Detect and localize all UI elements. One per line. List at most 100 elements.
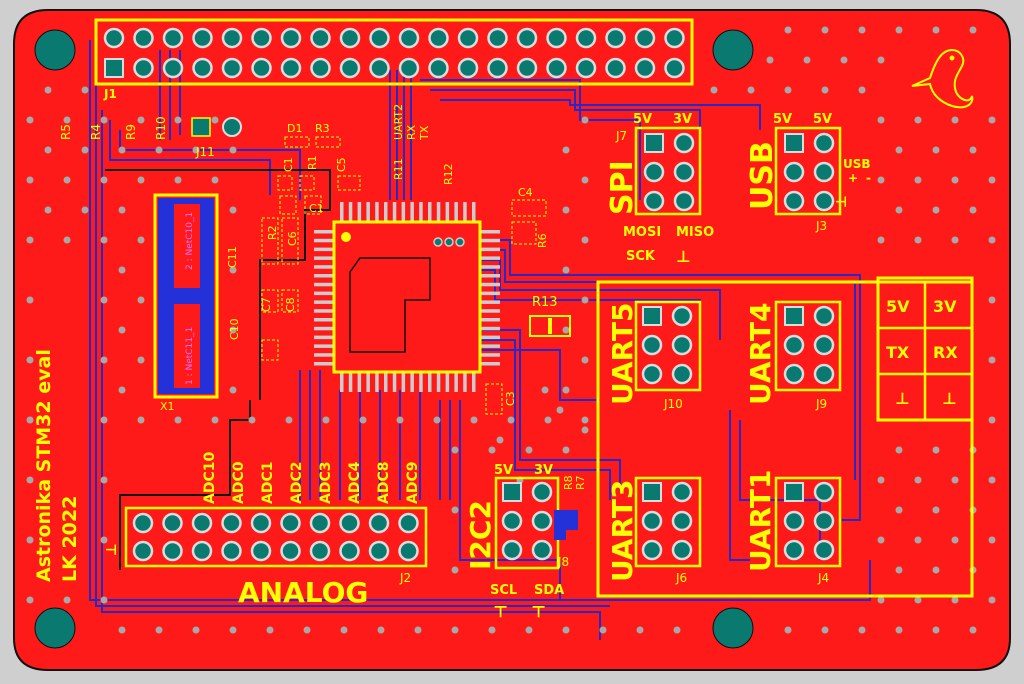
debug-pads [433, 237, 465, 247]
mcu-pin [314, 265, 334, 269]
via [895, 566, 903, 574]
via [26, 476, 34, 484]
j1-pin [310, 57, 331, 79]
via [581, 426, 589, 434]
c1-label: C1 [282, 157, 295, 172]
j11-pad-2 [222, 117, 242, 137]
j1-pin [605, 57, 626, 79]
j1-pin [428, 57, 449, 79]
via [858, 86, 866, 94]
uart4-pin [783, 334, 805, 356]
r12-label: R12 [442, 163, 455, 185]
via [211, 116, 219, 124]
mcu-pin [384, 202, 388, 222]
uart1-title: UART1 [744, 470, 777, 572]
via [988, 116, 996, 124]
via [784, 86, 792, 94]
via [821, 86, 829, 94]
mcu-pin [314, 318, 334, 322]
via [26, 356, 34, 364]
via [26, 296, 34, 304]
via [988, 236, 996, 244]
j2-pin [368, 512, 390, 534]
usb-minus: - [866, 171, 871, 185]
adc-label: ADC3 [318, 462, 334, 504]
i2c2-pin [531, 510, 553, 532]
mcu-pin [401, 372, 406, 392]
mcu-pin [314, 335, 334, 340]
mcu-pin [480, 265, 500, 269]
via [81, 86, 89, 94]
i2c2-pin [501, 510, 523, 532]
usb-title: USB [745, 141, 780, 210]
mounting-hole-tl [34, 29, 76, 71]
via [877, 596, 885, 604]
mcu-pin [314, 344, 334, 348]
connector-pins [501, 132, 835, 561]
via [118, 146, 126, 154]
mcu-pin [472, 202, 476, 222]
uart2-rx-label: RX [405, 124, 418, 140]
via [581, 236, 589, 244]
c8-label: C8 [284, 297, 297, 312]
via [914, 536, 922, 544]
uart-legend-rx: RX [933, 343, 958, 362]
via [581, 416, 589, 424]
via [100, 476, 108, 484]
usb-pin [783, 161, 805, 183]
via [248, 416, 256, 424]
j2-pin [280, 512, 301, 534]
via [710, 86, 718, 94]
via [211, 176, 219, 184]
mcu-pin [366, 202, 370, 222]
via [118, 266, 126, 274]
mcu-pin [392, 202, 397, 222]
j2-pin [132, 540, 154, 562]
mcu-pin [314, 326, 334, 331]
via [932, 506, 940, 514]
mcu-pin [436, 202, 441, 222]
mcu-pin [419, 202, 423, 222]
via [895, 206, 903, 214]
adc-label: ADC1 [260, 462, 276, 504]
via [26, 536, 34, 544]
uart4-pin [813, 363, 835, 385]
j2-pin [309, 512, 331, 534]
mcu-pin [436, 372, 441, 392]
uart4-pin [813, 334, 835, 356]
via [877, 56, 885, 64]
via [303, 626, 311, 634]
r6-label: R6 [536, 233, 549, 248]
via [525, 446, 533, 454]
mcu-pin [340, 372, 344, 392]
uart-legend-gnd-1: ⊥ [895, 389, 910, 408]
via [266, 626, 274, 634]
via [562, 446, 570, 454]
j2-pin [339, 540, 360, 562]
mcu-pin [401, 202, 406, 222]
usb-plus: + [848, 171, 858, 185]
via [988, 356, 996, 364]
mcu-pin [357, 372, 362, 392]
via [26, 596, 34, 604]
uart1-ref: J4 [817, 571, 829, 585]
j1-pin [192, 57, 213, 79]
via [118, 326, 126, 334]
traces [89, 30, 871, 640]
x1-ref: X1 [160, 400, 175, 413]
via [951, 476, 959, 484]
via [174, 116, 182, 124]
usb-5v-b: 5V [813, 112, 832, 127]
uart1-pin [783, 539, 805, 561]
analog-ref: J2 [399, 571, 411, 585]
via [969, 206, 977, 214]
x1-outline [153, 193, 219, 399]
uart4-pin [783, 363, 805, 385]
adc-label: ADC8 [376, 462, 392, 504]
j1-pin [251, 57, 272, 79]
via [895, 26, 903, 34]
mcu-pin [472, 372, 476, 392]
via [988, 536, 996, 544]
j1-pin [133, 27, 154, 49]
